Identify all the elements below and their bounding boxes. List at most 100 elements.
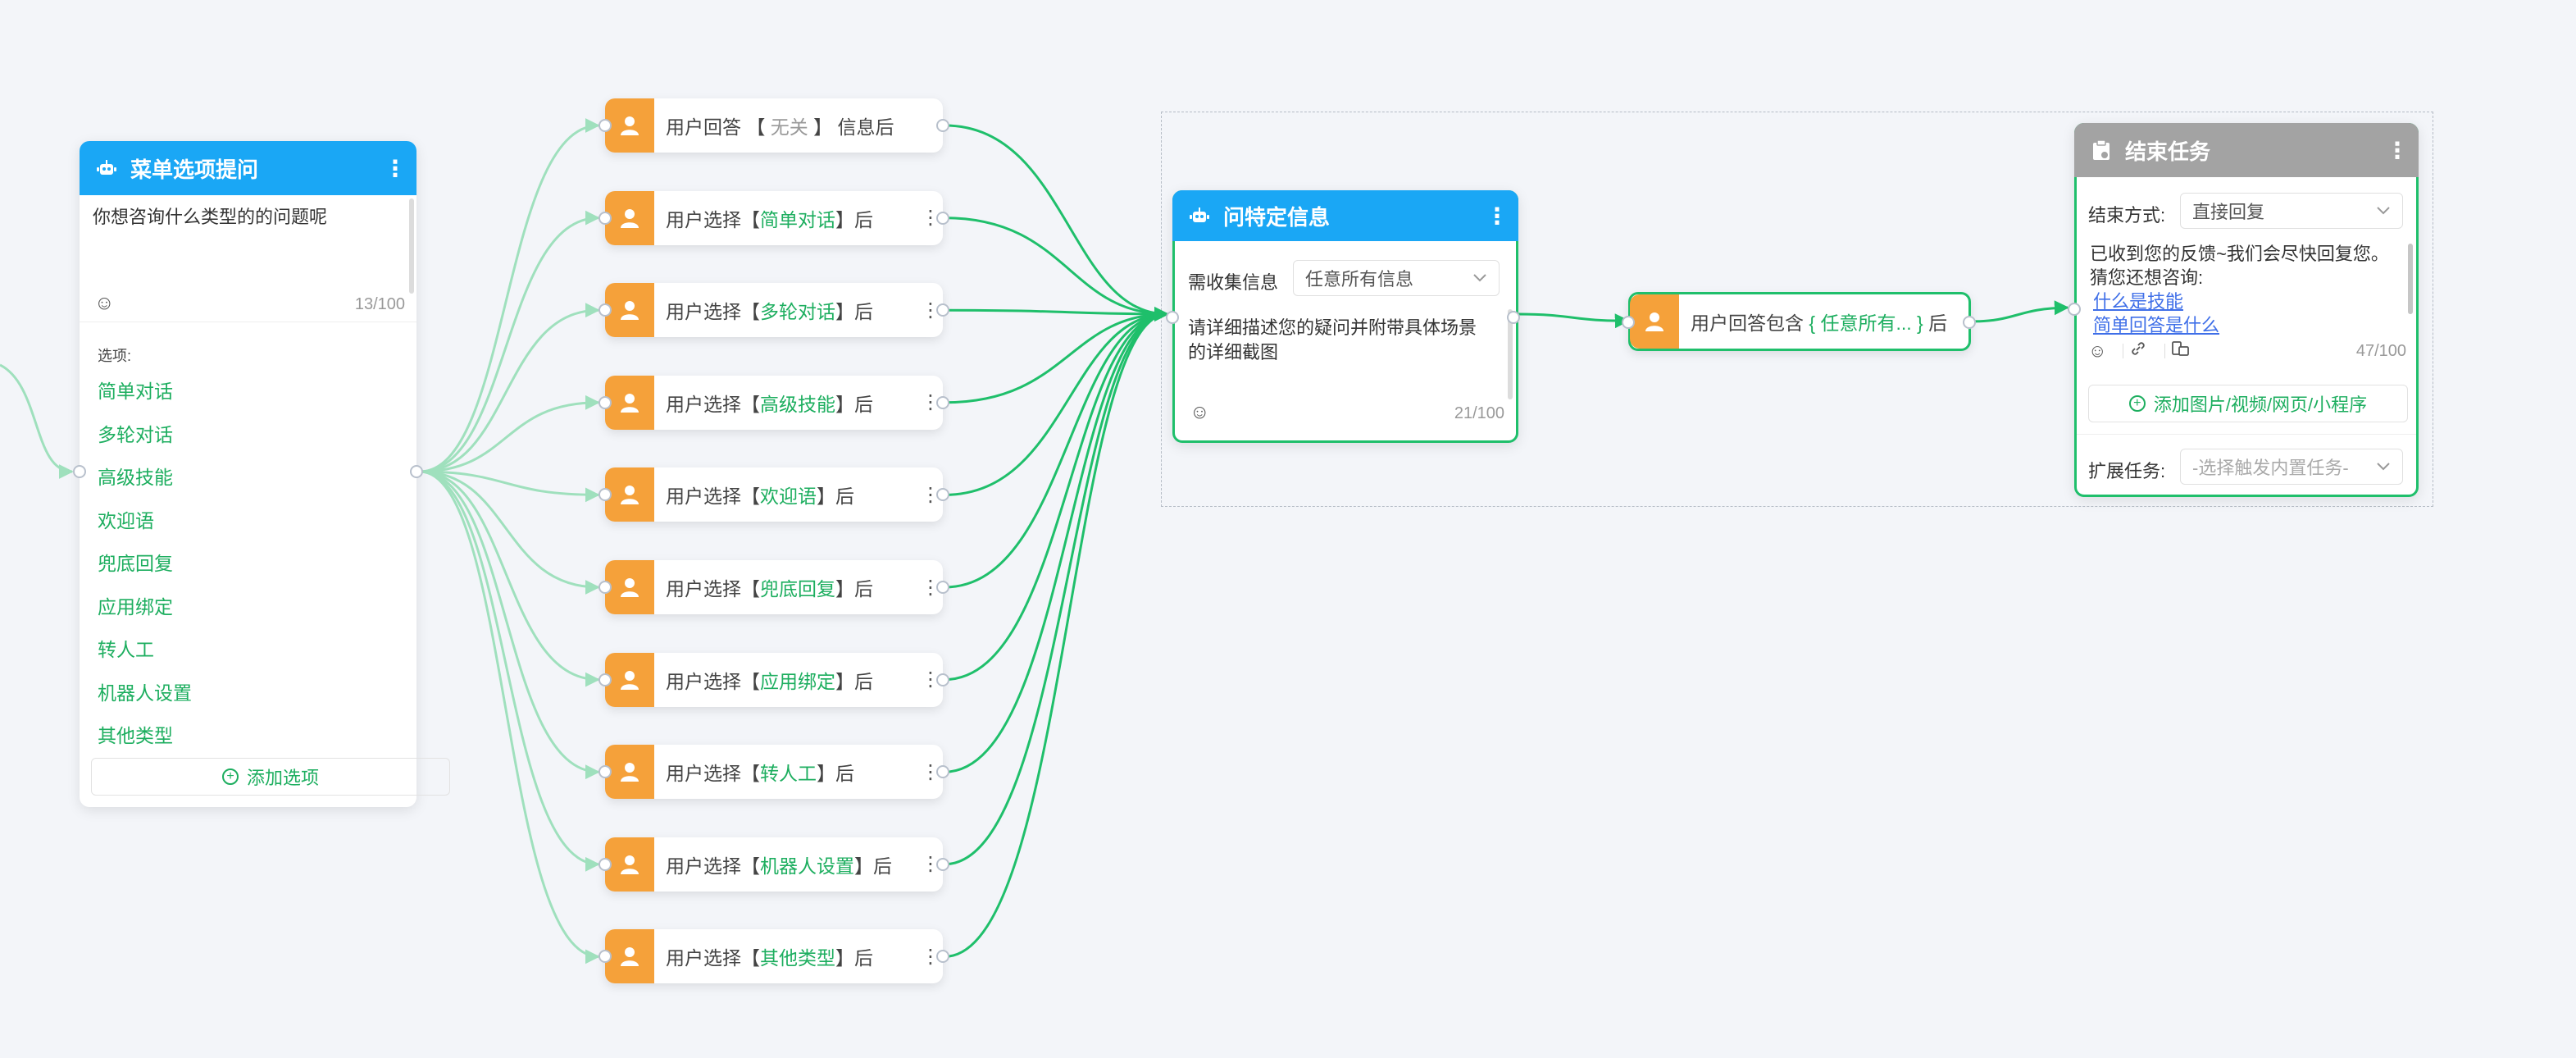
branch-node[interactable]: 用户选择【应用绑定】后⋮ — [598, 652, 949, 707]
output-port[interactable] — [936, 488, 949, 502]
reply-text: 已收到您的反馈~我们会尽快回复您。 猜您还想咨询: 什么是技能 简单回答是什么 — [2090, 242, 2401, 339]
scrollbar[interactable] — [409, 198, 414, 294]
output-port[interactable] — [410, 465, 423, 478]
edge-branch-to-ask — [944, 307, 1169, 773]
output-port[interactable] — [936, 395, 949, 409]
input-port[interactable] — [598, 395, 612, 409]
user-icon — [621, 670, 639, 690]
end-node-header[interactable]: 结束任务 ⋮ — [2074, 123, 2419, 177]
input-port[interactable] — [598, 857, 612, 871]
more-icon[interactable]: ⋮ — [2386, 137, 2409, 163]
branch-highlight: 高级技能 — [760, 393, 835, 415]
option-item[interactable]: 应用绑定 — [98, 595, 173, 618]
ask-info-node[interactable]: 问特定信息 ⋮ 需收集信息 任意所有信息 请详细描述您的疑问并附带具体场景的详细… — [1166, 190, 1520, 443]
output-port[interactable] — [936, 765, 949, 779]
end-mode-select[interactable]: 直接回复 — [2180, 193, 2403, 229]
user-avatar — [1630, 294, 1679, 349]
option-item[interactable]: 欢迎语 — [98, 509, 154, 531]
contains-suffix: 后 — [1923, 312, 1948, 334]
collect-select[interactable]: 任意所有信息 — [1293, 260, 1500, 296]
menu-question-node[interactable]: 菜单选项提问 ⋮ 你想咨询什么类型的的问题呢 ☺ 13/100 选项: 简单对话… — [73, 141, 450, 807]
input-port[interactable] — [598, 950, 612, 964]
user-avatar — [605, 652, 654, 707]
option-item[interactable]: 简单对话 — [98, 381, 173, 402]
output-port[interactable] — [936, 950, 949, 964]
output-port[interactable] — [936, 581, 949, 594]
contains-prefix: 用户回答包含 — [1691, 312, 1809, 334]
output-port[interactable] — [1507, 311, 1520, 324]
emoji-icon[interactable]: ☺ — [94, 292, 115, 314]
add-option-button[interactable]: + 添加选项 — [91, 758, 450, 796]
add-circle-icon: + — [221, 768, 239, 785]
branch-node[interactable]: 用户选择【其他类型】后⋮ — [598, 929, 949, 984]
branch-label: 用户选择【转人工】后 — [654, 758, 918, 786]
input-port[interactable] — [598, 119, 612, 132]
input-port[interactable] — [598, 765, 612, 779]
emoji-icon[interactable]: ☺ — [2088, 340, 2107, 361]
option-item[interactable]: 其他类型 — [98, 725, 173, 746]
scrollbar[interactable] — [1508, 309, 1513, 399]
branch-label: 用户选择【应用绑定】后 — [654, 666, 918, 694]
input-port[interactable] — [598, 211, 612, 225]
question-textarea[interactable]: 你想咨询什么类型的的问题呢 ☺ 13/100 — [80, 195, 416, 322]
branch-prefix: 用户选择【 — [666, 578, 760, 600]
link-icon[interactable] — [2130, 340, 2158, 362]
more-icon[interactable]: ⋮ — [384, 155, 407, 181]
input-port[interactable] — [598, 581, 612, 594]
branch-prefix: 用户回答 【 — [666, 116, 771, 138]
edge-branch-to-ask — [944, 307, 1169, 958]
input-port[interactable] — [598, 673, 612, 686]
output-port[interactable] — [936, 119, 949, 132]
branch-node[interactable]: 用户选择【机器人设置】后⋮ — [598, 837, 949, 892]
branch-node[interactable]: 用户回答 【 无关 】 信息后 — [598, 98, 949, 153]
ask-node-header[interactable]: 问特定信息 ⋮ — [1172, 190, 1518, 241]
output-port[interactable] — [936, 211, 949, 225]
char-counter: 47/100 — [2355, 341, 2406, 360]
option-item[interactable]: 多轮对话 — [98, 423, 173, 445]
input-port[interactable] — [598, 303, 612, 317]
branch-node[interactable]: 用户选择【欢迎语】后⋮ — [598, 467, 949, 522]
input-port[interactable] — [1166, 311, 1179, 324]
branch-node[interactable]: 用户选择【兜底回复】后⋮ — [598, 560, 949, 614]
branch-suffix: 】后 — [835, 947, 873, 969]
suggest-link-1[interactable]: 什么是技能 — [2093, 291, 2184, 312]
mini-program-icon[interactable] — [2172, 340, 2200, 362]
option-item[interactable]: 转人工 — [98, 639, 154, 660]
output-port[interactable] — [936, 303, 949, 317]
answer-contains-node[interactable]: 用户回答包含 { 任意所有... } 后 — [1622, 292, 1976, 351]
output-port[interactable] — [936, 673, 949, 686]
suggest-link-2[interactable]: 简单回答是什么 — [2093, 315, 2220, 335]
ext-task-select[interactable]: -选择触发内置任务- — [2180, 449, 2403, 485]
edge-branch-to-ask — [944, 307, 1169, 866]
scrollbar[interactable] — [2408, 244, 2413, 314]
user-avatar — [605, 560, 654, 614]
prompt-textarea[interactable]: 请详细描述您的疑问并附带具体场景的详细截图 ☺ 21/100 — [1175, 306, 1516, 437]
option-item[interactable]: 机器人设置 — [98, 682, 192, 704]
edge-menu-to-branch — [419, 470, 600, 503]
user-avatar — [605, 190, 654, 245]
input-port[interactable] — [2068, 303, 2081, 316]
char-counter: 21/100 — [1454, 404, 1504, 422]
end-mode-value: 直接回复 — [2192, 202, 2265, 222]
branch-node[interactable]: 用户选择【多轮对话】后⋮ — [598, 283, 949, 338]
menu-node-header[interactable]: 菜单选项提问 ⋮ — [80, 141, 416, 195]
end-task-node[interactable]: 结束任务 ⋮ 结束方式: 直接回复 已收到您的反馈~我们会尽快回复您。 猜您还想… — [2068, 123, 2419, 497]
option-item[interactable]: 高级技能 — [98, 467, 173, 488]
reply-textarea[interactable]: 已收到您的反馈~我们会尽快回复您。 猜您还想咨询: 什么是技能 简单回答是什么 … — [2077, 242, 2416, 373]
emoji-icon[interactable]: ☺ — [1190, 401, 1210, 423]
input-port[interactable] — [1622, 316, 1635, 329]
add-media-button[interactable]: + 添加图片/视频/网页/小程序 — [2088, 385, 2408, 422]
more-icon[interactable]: ⋮ — [1486, 203, 1509, 229]
input-port[interactable] — [598, 488, 612, 502]
branch-node[interactable]: 用户选择【转人工】后⋮ — [598, 745, 949, 800]
prompt-text: 请详细描述您的疑问并附带具体场景的详细截图 — [1188, 317, 1477, 363]
branch-node[interactable]: 用户选择【高级技能】后⋮ — [598, 375, 949, 430]
option-item[interactable]: 兜底回复 — [98, 553, 173, 574]
edge-branch-to-ask — [944, 124, 1169, 322]
output-port[interactable] — [1963, 316, 1976, 329]
output-port[interactable] — [936, 857, 949, 871]
chevron-down-icon — [2376, 203, 2391, 218]
branch-node[interactable]: 用户选择【简单对话】后⋮ — [598, 190, 949, 245]
input-port[interactable] — [73, 465, 86, 478]
